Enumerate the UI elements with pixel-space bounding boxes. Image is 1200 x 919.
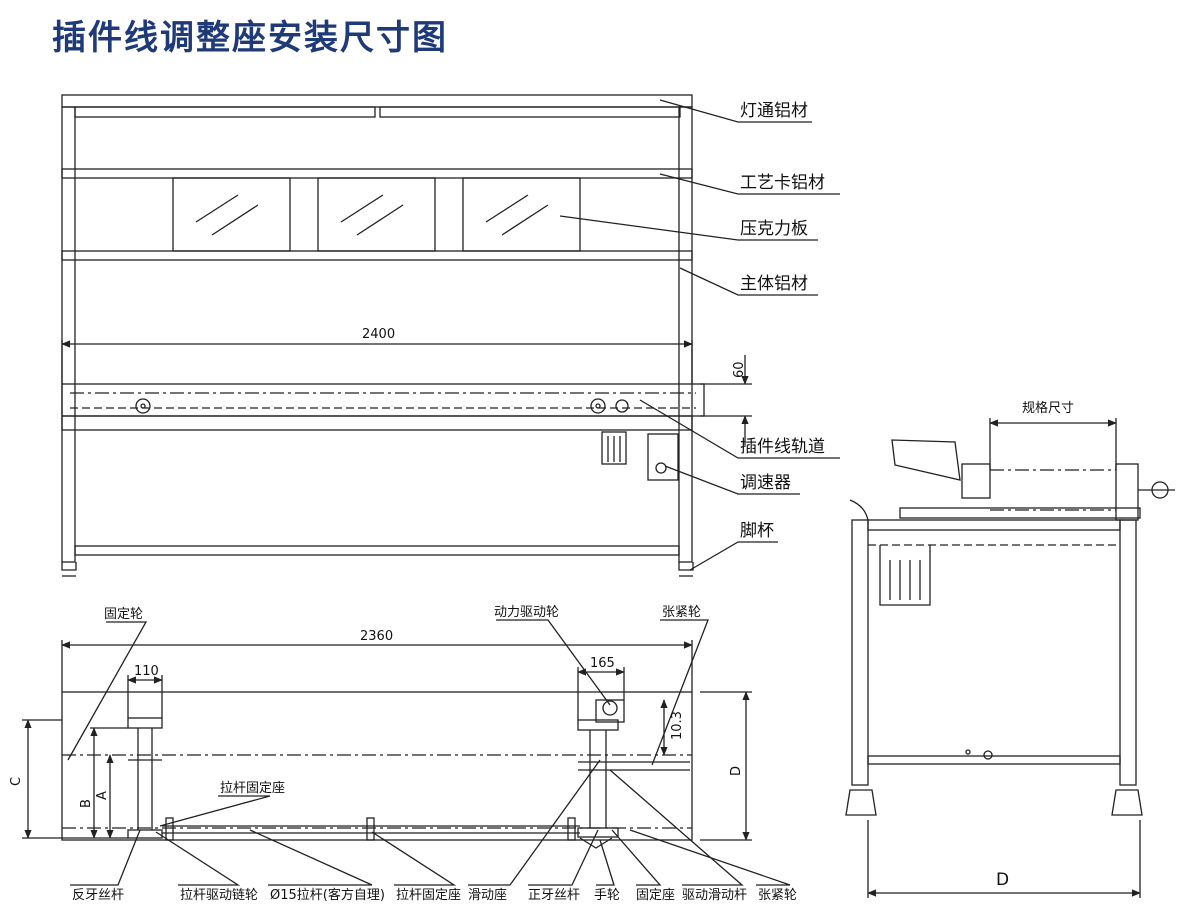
label-fixed-wheel: 固定轮 [104,607,143,622]
dim-165: 165 [590,656,615,671]
side-view [845,418,1175,898]
dimension-labels: 2400 60 2360 110 165 10.3 A B C D D 规格尺寸 [9,327,1074,890]
plan-leaders [67,619,791,886]
label-handwheel: 手轮 [594,888,620,903]
label-process-card-profile: 工艺卡铝材 [740,173,825,193]
front-elevation [61,94,752,577]
label-speed-controller: 调速器 [740,473,791,493]
label-tension-wheel-top: 张紧轮 [662,605,701,620]
label-forward-screw: 正牙丝杆 [528,888,580,903]
label-foot-cup: 脚杯 [740,521,774,541]
plan-view [22,640,752,849]
dim-110: 110 [134,664,159,679]
label-light-profile: 灯通铝材 [740,101,808,121]
dim-a: A [95,791,110,800]
dim-10-3: 10.3 [670,711,685,740]
label-rod-phi15: Ø15拉杆(客方自理) [270,887,385,903]
label-drive-slide-rod: 驱动滑动杆 [682,888,747,903]
dim-c: C [9,777,24,786]
dim-60: 60 [732,361,747,378]
front-leaders [559,99,840,571]
label-spec-size: 规格尺寸 [1022,400,1074,416]
page-title: 插件线调整座安装尺寸图 [52,18,448,58]
label-rod-drive-sprocket: 拉杆驱动链轮 [180,888,258,903]
label-fixed-seat: 固定座 [636,888,675,903]
label-acrylic-board: 压克力板 [740,219,808,239]
dim-b: B [79,799,94,808]
plan-labels: 固定轮 动力驱动轮 张紧轮 拉杆固定座 反牙丝杆 拉杆驱动链轮 Ø15拉杆(客方… [72,605,797,903]
label-reverse-screw: 反牙丝杆 [72,888,124,903]
dim-d-side: D [996,870,1009,890]
dim-2360: 2360 [360,629,393,644]
label-track: 插件线轨道 [740,437,825,457]
label-tension-wheel-bottom: 张紧轮 [758,888,797,903]
label-power-drive-wheel: 动力驱动轮 [494,605,559,620]
label-rod-fixing-seat-bottom: 拉杆固定座 [396,888,461,903]
label-main-profile: 主体铝材 [740,274,808,294]
front-labels: 灯通铝材 工艺卡铝材 压克力板 主体铝材 插件线轨道 调速器 脚杯 [740,101,825,541]
label-rod-fixing-seat-top: 拉杆固定座 [220,781,285,796]
dim-d-plan: D [729,766,744,776]
label-slide-seat: 滑动座 [468,888,507,903]
dim-2400: 2400 [362,327,395,342]
